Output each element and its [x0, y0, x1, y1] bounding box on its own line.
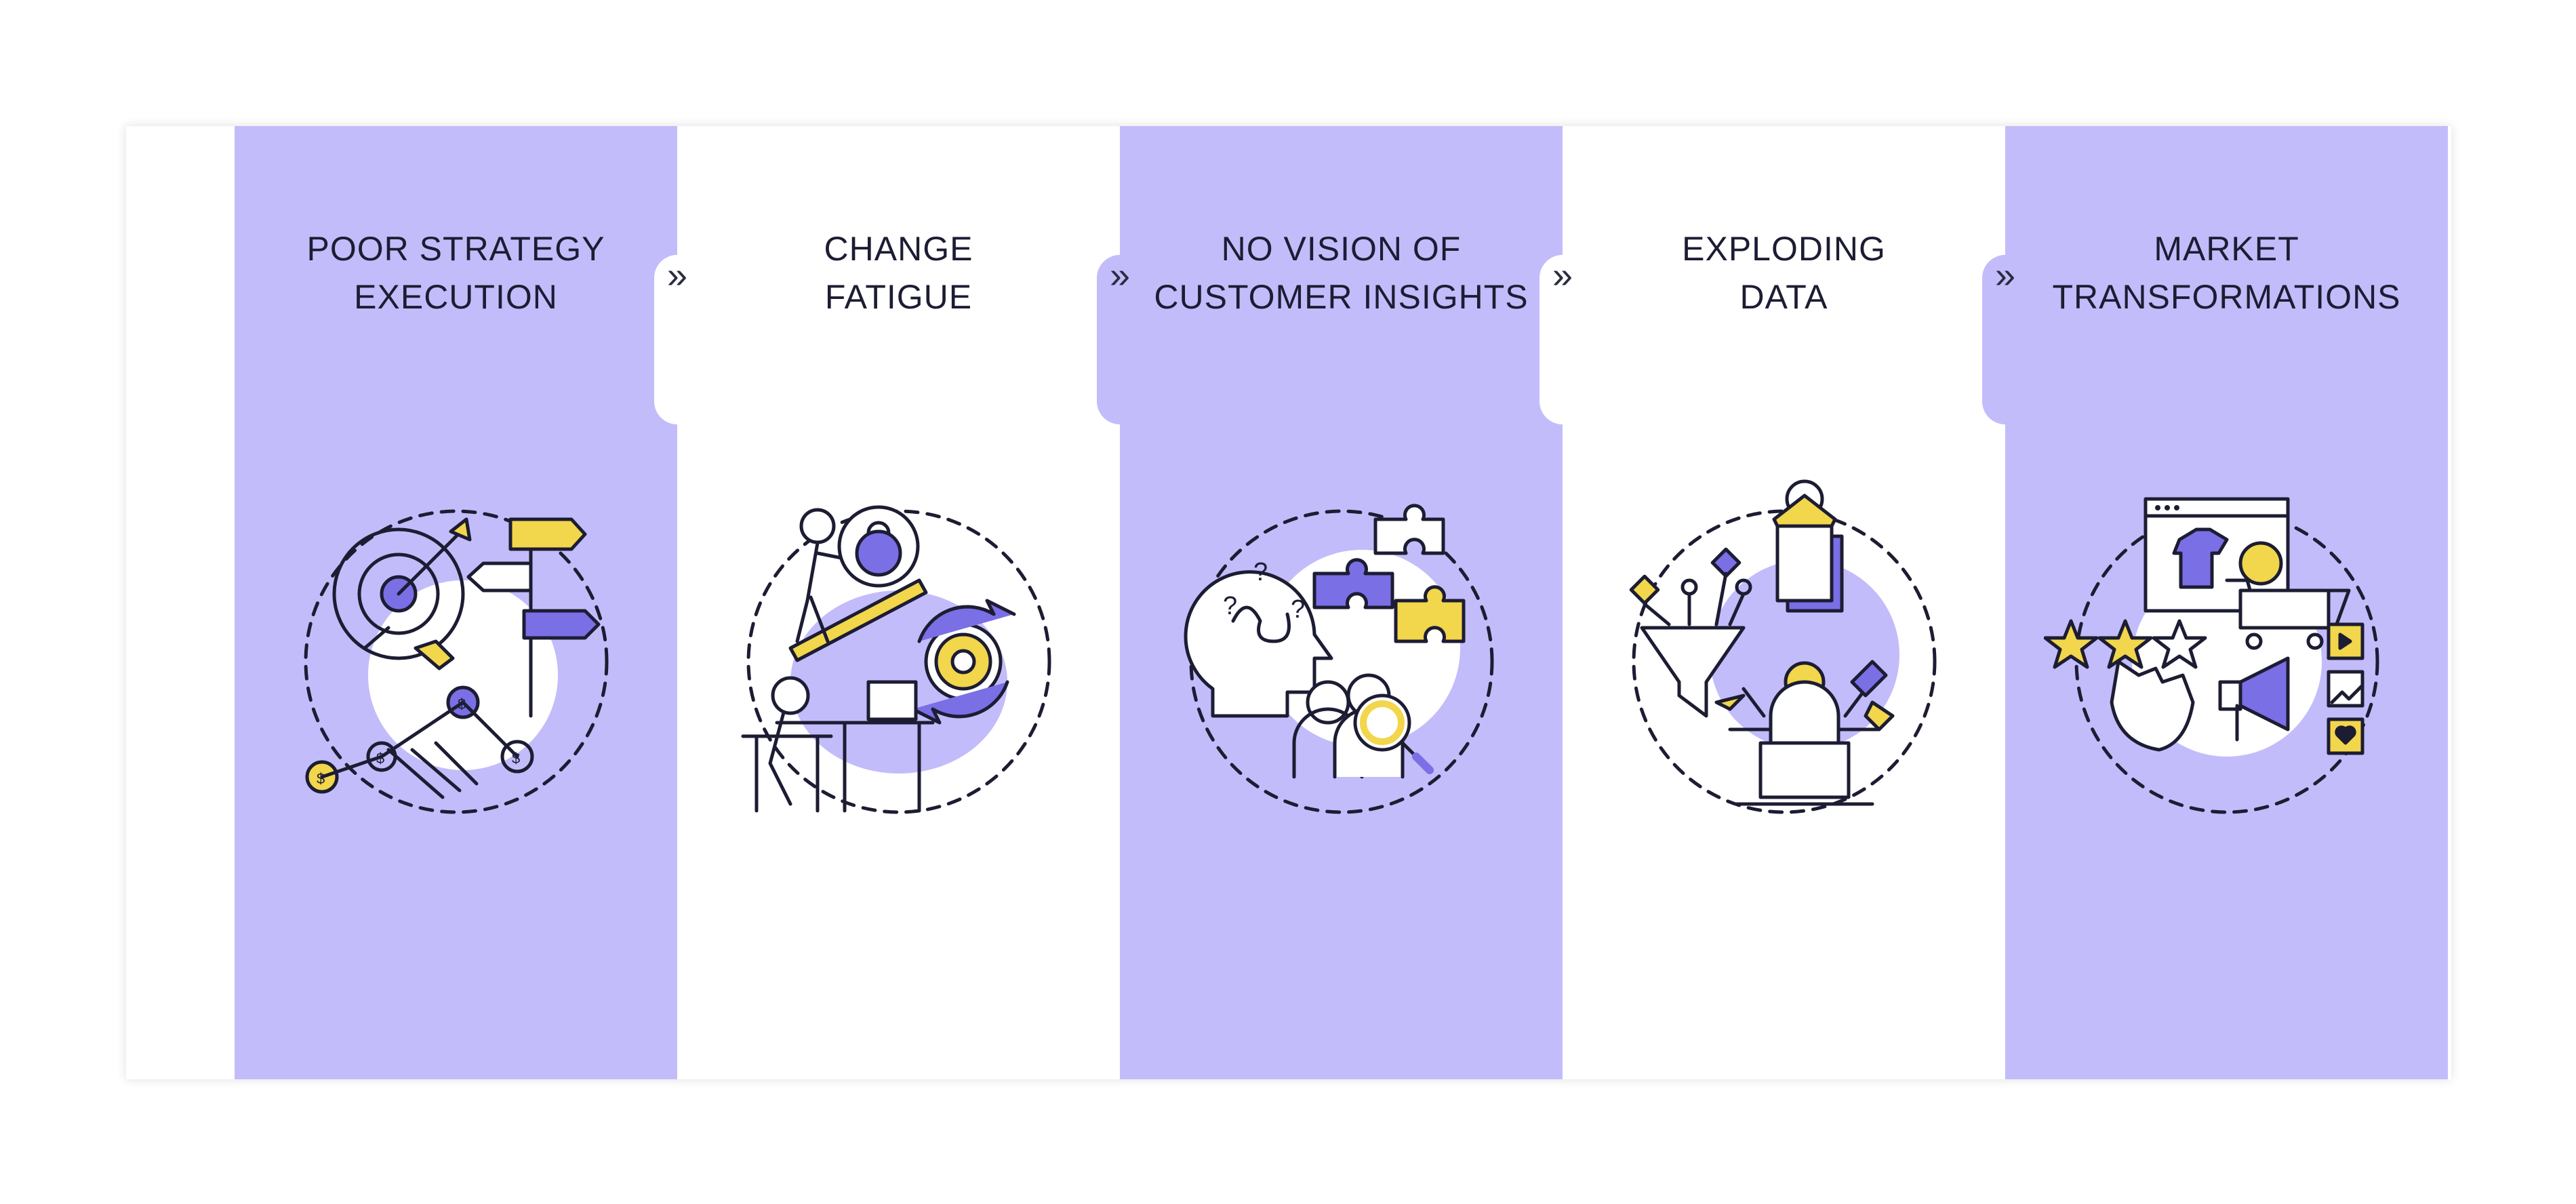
- chevron-right-icon: »: [666, 255, 688, 296]
- onboarding-screens: POOR STRATEGY EXECUTION: [126, 126, 2451, 1079]
- step-title-5: MARKET TRANSFORMATIONS: [2052, 230, 2401, 316]
- chevron-right-icon: »: [1552, 255, 1573, 296]
- step-title-3: NO VISION OF CUSTOMER INSIGHTS: [1154, 230, 1529, 316]
- svg-text:?: ?: [1291, 595, 1305, 624]
- chevron-right-icon: »: [1994, 255, 2016, 296]
- step-panel-3: NO VISION OF CUSTOMER INSIGHTS ? ? ?: [1097, 126, 1563, 1079]
- step-title-2: CHANGE FATIGUE: [824, 230, 973, 316]
- online-market-icon: [2043, 479, 2410, 845]
- step-panel-4: EXPLODING DATA: [1539, 126, 2005, 1079]
- step-panel-1: POOR STRATEGY EXECUTION: [235, 126, 677, 1079]
- svg-text:$: $: [458, 696, 466, 713]
- svg-text:$: $: [376, 750, 384, 767]
- step-panel-5: MARKET TRANSFORMATIONS: [1982, 126, 2448, 1079]
- svg-text:$: $: [317, 770, 325, 787]
- data-funnel-icon: [1601, 479, 1967, 845]
- svg-text:?: ?: [1253, 558, 1268, 586]
- target-signpost-icon: $ $ $ $: [273, 479, 639, 845]
- chevron-right-icon: »: [1109, 255, 1131, 296]
- tired-worker-icon: [716, 479, 1082, 845]
- svg-text:?: ?: [1223, 592, 1237, 620]
- step-title-4: EXPLODING DATA: [1682, 230, 1886, 316]
- step-title-1: POOR STRATEGY EXECUTION: [306, 230, 605, 316]
- step-panel-2: CHANGE FATIGUE: [654, 126, 1120, 1079]
- svg-text:$: $: [512, 750, 520, 767]
- puzzle-head-icon: ? ? ?: [1159, 479, 1525, 845]
